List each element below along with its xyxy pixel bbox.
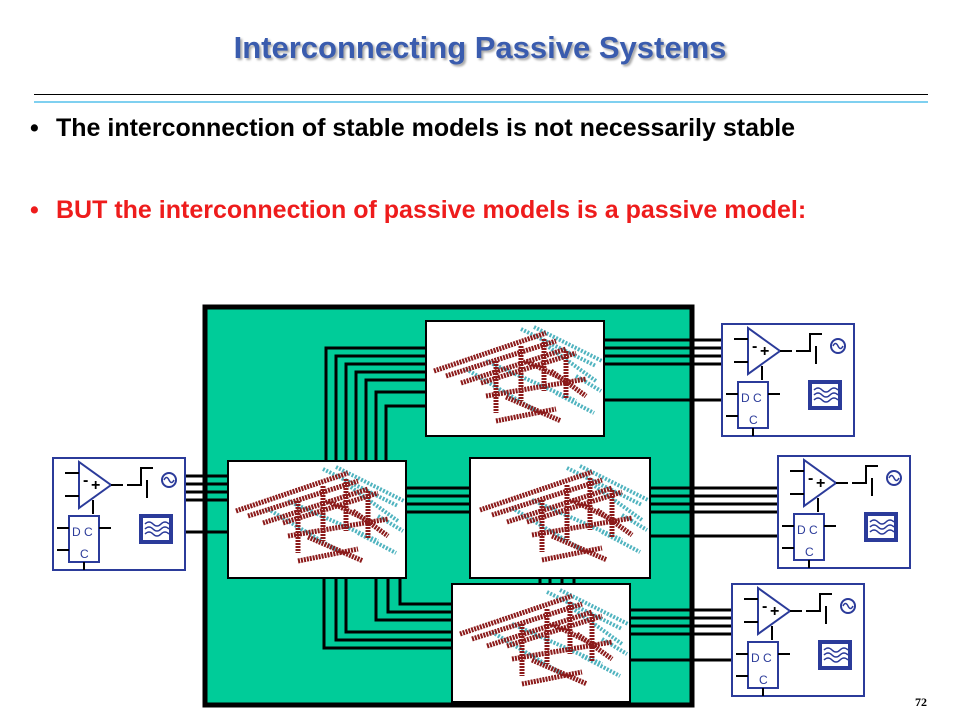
external-wiring (186, 338, 778, 662)
c-label: C (805, 545, 814, 559)
opamp-plus-sign: + (91, 477, 100, 494)
opamp-minus-sign: - (752, 338, 757, 355)
opamp-plus-sign: + (770, 603, 779, 620)
opamp-minus-sign: - (808, 470, 813, 487)
bullet-text: The interconnection of stable models is … (56, 114, 796, 142)
bullet-text: BUT the interconnection of passive model… (56, 196, 807, 224)
c-label: C (759, 673, 768, 687)
slide-title: Interconnecting Passive Systems (233, 30, 727, 65)
dc-label: D C (797, 523, 818, 537)
bullet-stable-models: • The interconnection of stable models i… (30, 112, 910, 144)
component-box-top-right: - + D C C (721, 323, 855, 437)
passive-model-bottom (451, 583, 631, 703)
component-box-middle-right: - + D C C (777, 455, 911, 569)
opamp-plus-sign: + (760, 343, 769, 360)
bullet-passive-models: • BUT the interconnection of passive mod… (30, 194, 910, 226)
component-box-left: - + D C C (52, 457, 186, 571)
dc-label: D C (751, 651, 772, 665)
passive-model-center (469, 457, 651, 579)
opamp-plus-sign: + (816, 475, 825, 492)
passive-model-left (227, 460, 407, 579)
opamp-minus-sign: - (83, 472, 88, 489)
bullet-marker: • (30, 114, 39, 142)
title-rule-accent (34, 101, 928, 103)
opamp-minus-sign: - (762, 598, 767, 615)
c-label: C (80, 547, 89, 561)
c-label: C (749, 413, 758, 427)
internal-wiring (322, 346, 576, 650)
dc-label: D C (72, 525, 93, 539)
bullet-marker: • (30, 196, 39, 224)
page-number: 72 (915, 695, 927, 709)
passive-model-top (425, 320, 605, 437)
title-rule (34, 94, 928, 95)
component-box-bottom-right: - + D C C (731, 583, 865, 697)
dc-label: D C (741, 391, 762, 405)
